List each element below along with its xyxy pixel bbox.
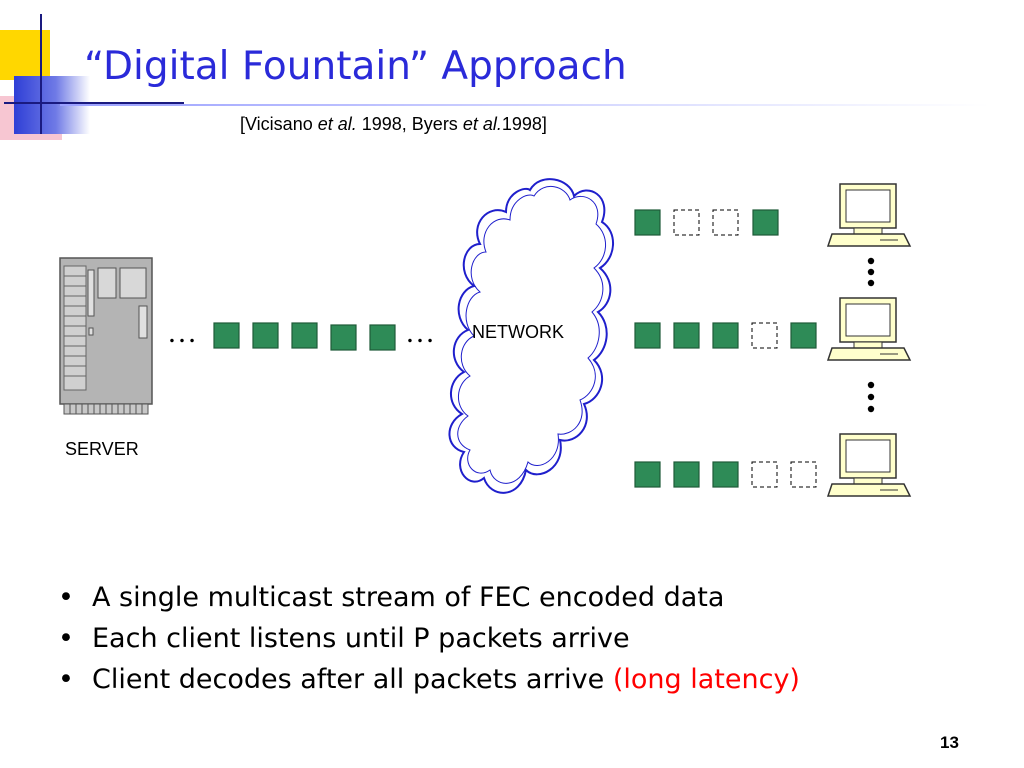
client-computer-icon — [826, 183, 912, 247]
bullet-highlight: (long latency) — [612, 664, 800, 695]
bullet-marker: • — [58, 664, 74, 695]
page-number: 13 — [940, 733, 959, 752]
packet-received — [330, 324, 357, 351]
client-stream-row — [634, 322, 817, 349]
bullet-item: • Client decodes after all packets arrive… — [58, 659, 800, 700]
client-stream-row — [634, 209, 779, 236]
server-packet-stream — [213, 322, 396, 351]
packet-received — [634, 209, 661, 236]
packet-received — [712, 322, 739, 349]
corner-decoration-vertical-line — [40, 14, 42, 134]
bullet-marker: • — [58, 623, 74, 654]
network-cloud-icon — [448, 178, 614, 494]
packet-received — [790, 322, 817, 349]
client-computer-icon — [826, 433, 912, 497]
slide-title: “Digital Fountain” Approach — [84, 44, 627, 89]
packet-lost — [751, 461, 778, 488]
packet-received — [673, 322, 700, 349]
packet-lost — [712, 209, 739, 236]
packet-received — [634, 322, 661, 349]
packet-received — [673, 461, 700, 488]
citation-part-3: 1998] — [501, 114, 547, 134]
network-cloud-inner-outline — [457, 186, 606, 484]
bullet-text: Client decodes after all packets arrive — [92, 664, 613, 695]
server-label: SERVER — [65, 439, 139, 459]
server-stream-ellipsis-left: … — [167, 316, 197, 349]
bullet-item: • Each client listens until P packets arr… — [58, 618, 800, 659]
bullet-text: A single multicast stream of FEC encoded… — [92, 582, 725, 613]
network-label: NETWORK — [472, 322, 564, 342]
corner-decoration-horizontal-line — [4, 102, 184, 104]
packet-lost — [790, 461, 817, 488]
title-rule — [60, 104, 990, 106]
packet-received — [213, 322, 240, 349]
client-computer-icon — [826, 297, 912, 361]
citation-part-2: 1998, Byers — [356, 114, 463, 134]
citation-et-al-2: et al. — [462, 114, 502, 134]
packet-received — [252, 322, 279, 349]
packet-received — [291, 322, 318, 349]
packet-received — [634, 461, 661, 488]
server-icon — [59, 257, 153, 415]
bullet-item: • A single multicast stream of FEC encode… — [58, 577, 800, 618]
citation-part-1: [Vicisano — [240, 114, 318, 134]
packet-lost — [673, 209, 700, 236]
bullet-text: Each client listens until P packets arri… — [92, 623, 630, 654]
packet-received — [369, 324, 396, 351]
client-separator-dots — [867, 257, 875, 413]
citation-et-al-1: et al. — [317, 114, 357, 134]
packet-received — [712, 461, 739, 488]
client-packet-streams — [634, 209, 817, 488]
client-stream-row — [634, 461, 817, 488]
bullet-marker: • — [58, 582, 74, 613]
fountain-diagram: … … — [59, 178, 912, 497]
server-stream-ellipsis-right: … — [405, 316, 435, 349]
citation: [Vicisano et al. 1998, Byers et al.1998] — [240, 114, 547, 135]
packet-received — [752, 209, 779, 236]
packet-lost — [751, 322, 778, 349]
bullet-list: • A single multicast stream of FEC encode… — [58, 577, 800, 700]
